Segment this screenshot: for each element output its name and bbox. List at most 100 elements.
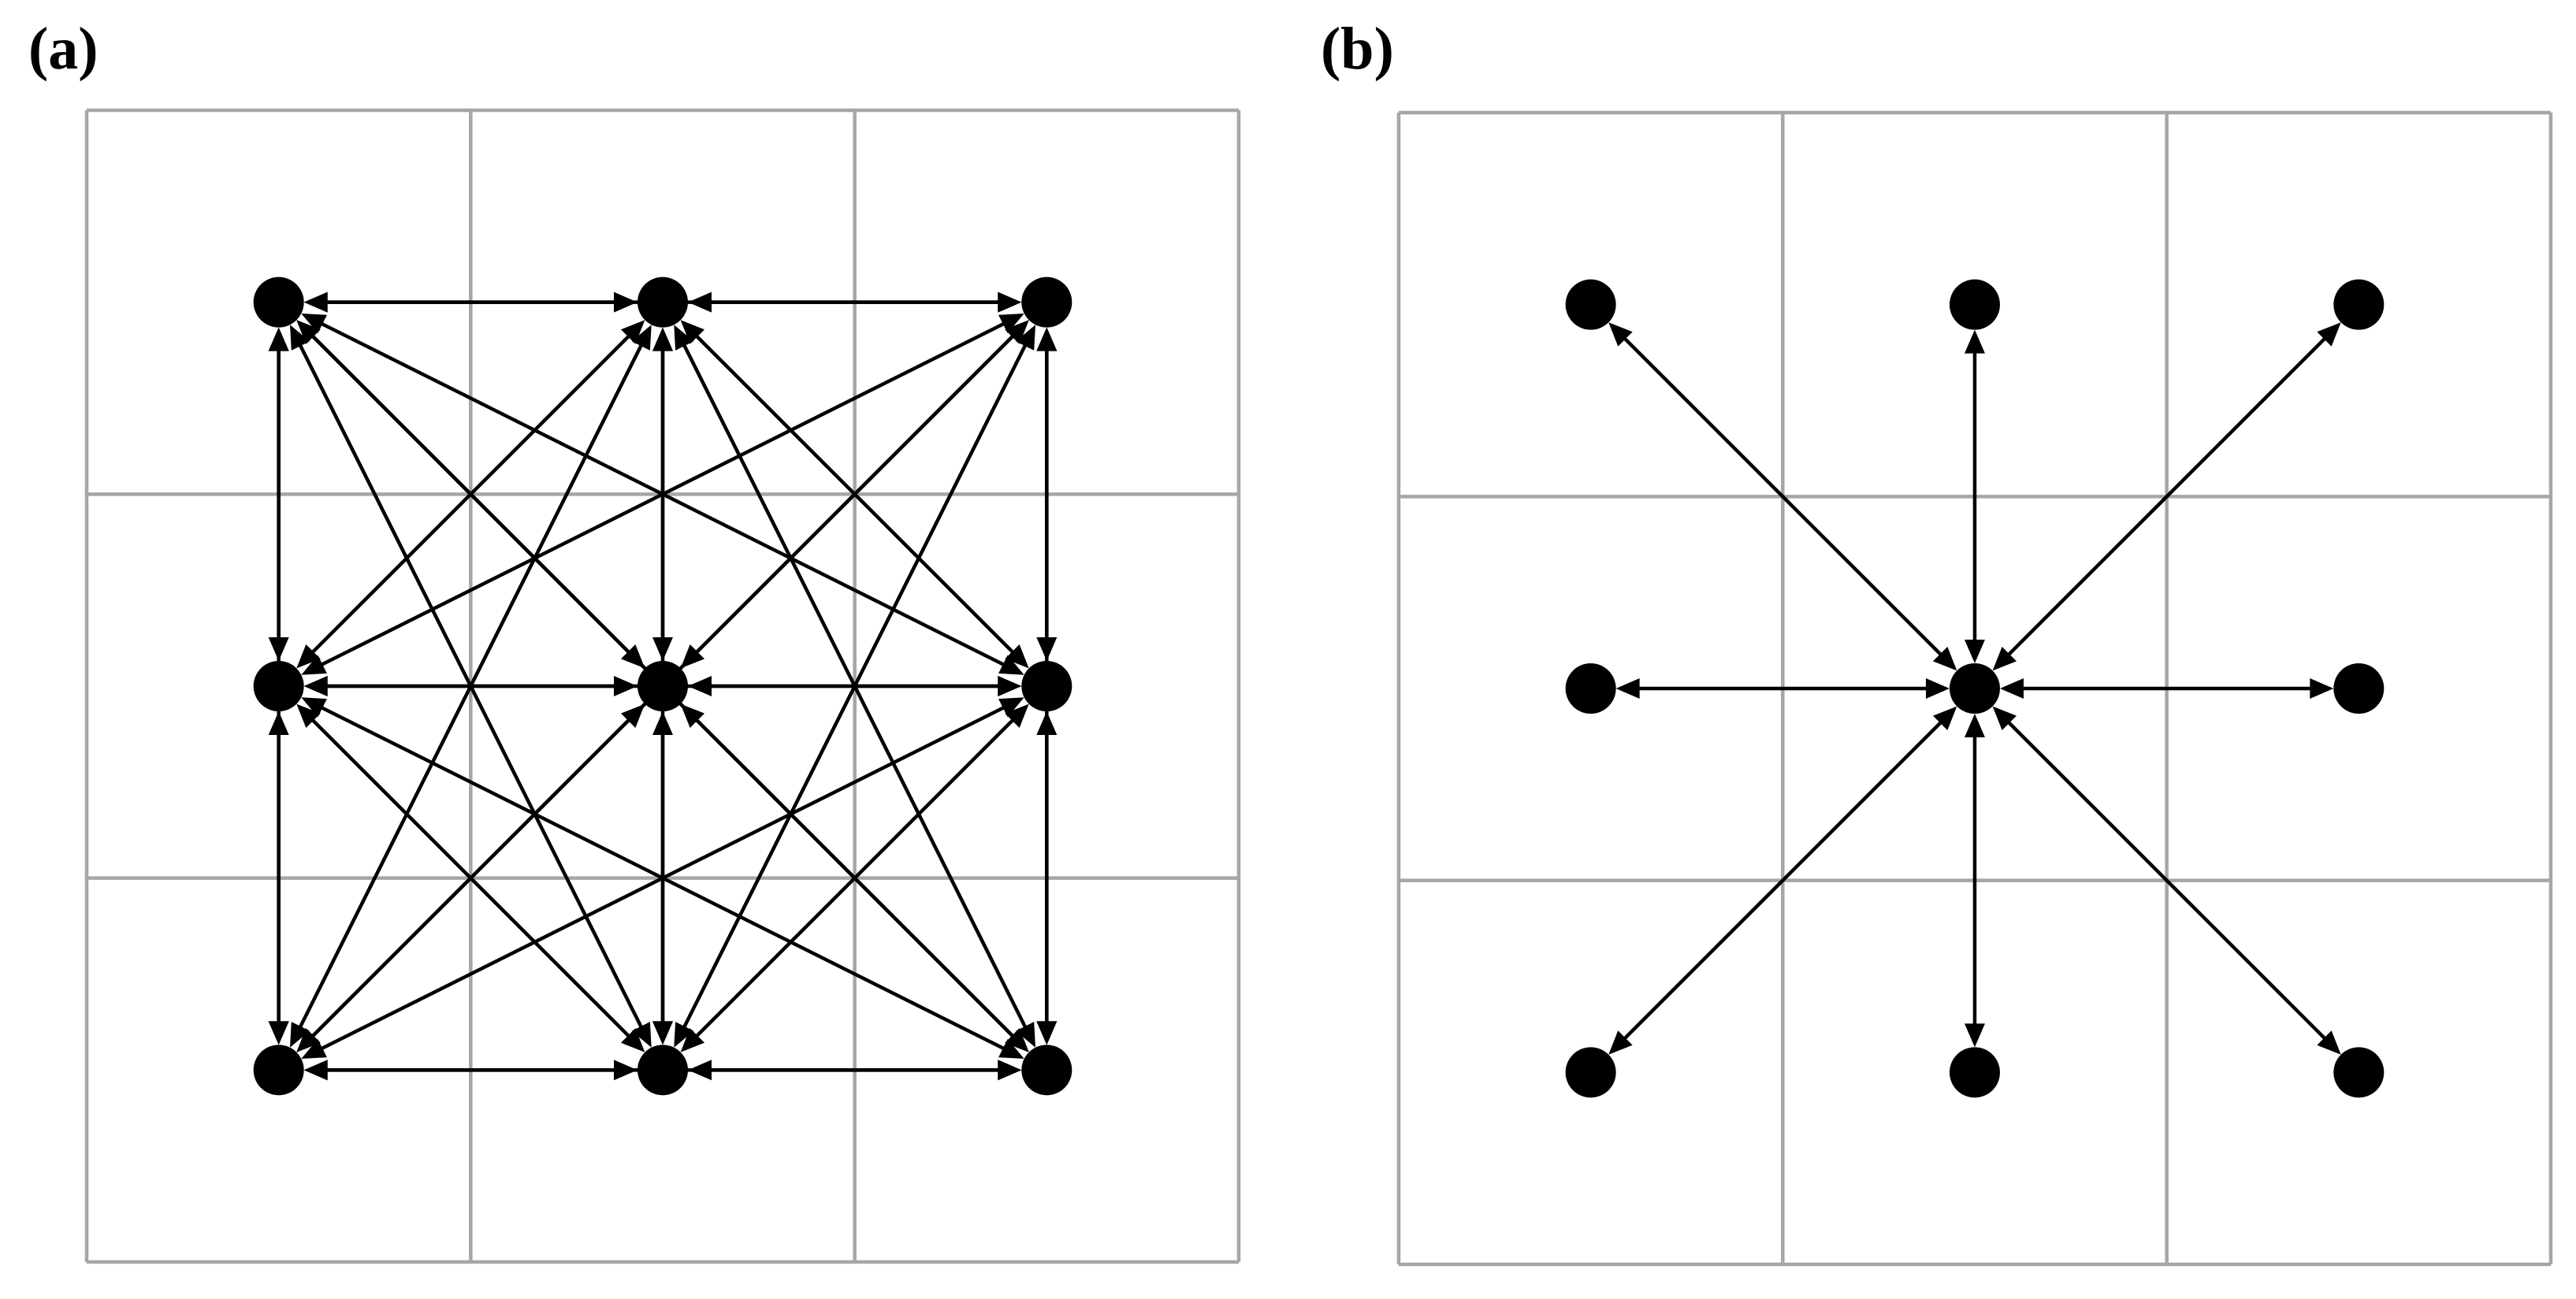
panel-b-arrowhead	[1615, 678, 1640, 699]
panel-a-edge-n4-n5	[688, 676, 1022, 696]
panel-a-arrowhead	[688, 676, 712, 696]
panel-b-node-n1	[1950, 279, 2000, 330]
panel-a-arrowhead	[1005, 703, 1029, 729]
panel-a-edge-n5-n8	[1036, 711, 1058, 1045]
panel-a-arrowhead	[998, 676, 1022, 696]
panel-a-arrowhead	[998, 1038, 1024, 1060]
panel-b-edge-line	[2006, 336, 2327, 657]
panel-a-edge-n1-n3	[296, 320, 645, 669]
panel-b-arrowhead	[2317, 322, 2341, 347]
panel-a-arrowhead	[1036, 1021, 1058, 1045]
panel-a-arrowhead	[680, 703, 705, 729]
panel-b-node-n5	[2333, 663, 2385, 714]
panel-a-arrowhead	[674, 325, 694, 351]
panel-b-arrowhead	[1965, 1023, 1985, 1048]
panel-a-edge-line	[320, 321, 1005, 667]
panel-b-node-n4	[1950, 663, 2000, 714]
panel-b-arrowhead	[1608, 1030, 1633, 1055]
panel-a-arrowhead	[268, 1021, 289, 1045]
panel-a-arrowhead	[1005, 1028, 1029, 1052]
panel-a-edges	[268, 291, 1058, 1081]
panel-a-edge-line	[310, 334, 631, 655]
panel-a-arrowhead	[652, 1021, 673, 1045]
panel-a-arrowhead	[303, 1060, 328, 1081]
panel-a-arrowhead	[301, 655, 327, 675]
panel-a-arrowhead	[296, 320, 321, 344]
panel-a-node-n5	[1021, 661, 1072, 711]
panel-a-arrowhead	[289, 1022, 310, 1048]
panel-b-edge-n4-n0	[1608, 322, 1957, 671]
panel-b-edge-line	[1623, 720, 1943, 1041]
panel-b-edge-line	[1623, 336, 1943, 657]
panel-a-arrowhead	[268, 711, 289, 735]
panel-a-arrowhead	[998, 313, 1024, 334]
panel-a-edge-n3-n6	[268, 711, 289, 1045]
panel-a-edge-n5-n7	[680, 703, 1029, 1052]
panel-b-diagram	[1396, 110, 2553, 1267]
panel-b-arrowhead	[2317, 1030, 2341, 1055]
panel-a-arrowhead	[1015, 1022, 1036, 1048]
panel-a-arrowhead	[998, 697, 1024, 718]
panel-a-arrowhead	[674, 1022, 694, 1048]
panel-b-edge-n4-n6	[1608, 706, 1957, 1055]
panel-a-arrowhead	[296, 644, 321, 669]
panel-a-arrowhead	[1005, 644, 1029, 669]
panel-a-node-n3	[253, 661, 304, 711]
panel-b-label: (b)	[1321, 16, 1394, 82]
panel-a-node-n8	[1021, 1045, 1072, 1096]
panel-b-arrowhead	[2310, 678, 2334, 699]
panel-a-arrowhead	[998, 291, 1022, 313]
panel-b-arrowhead	[1965, 329, 1985, 354]
panel-a-edge-line	[694, 718, 1015, 1038]
panel-a-arrowhead	[301, 697, 327, 718]
panel-a-label: (a)	[28, 16, 99, 82]
panel-b-node-n7	[1950, 1047, 2000, 1098]
panel-a-arrowhead	[1036, 327, 1058, 351]
panel-a-arrowhead	[652, 711, 673, 735]
panel-a-nodes	[253, 277, 1072, 1096]
panel-b-node-n8	[2333, 1047, 2385, 1098]
panel-a-arrowhead	[301, 313, 327, 334]
panel-a-arrowhead	[652, 327, 673, 351]
panel-a-arrowhead	[268, 327, 289, 351]
panel-b-edges	[1608, 322, 2341, 1055]
panel-a-edge-n4-n6	[296, 703, 645, 1052]
panel-a-node-n2	[1021, 277, 1072, 328]
panel-b-node-n6	[1565, 1047, 1616, 1098]
panel-a-edge-n2-n3	[301, 313, 1024, 675]
panel-b-node-n2	[2333, 279, 2385, 330]
panel-a-arrowhead	[303, 291, 328, 313]
panel-b-arrowhead	[2000, 678, 2024, 699]
panel-b-arrowhead	[1992, 706, 2017, 731]
panel-a-arrowhead	[1036, 711, 1058, 735]
panel-b-arrowhead	[1932, 646, 1957, 671]
panel-a-node-n0	[253, 277, 304, 328]
panel-b-arrowhead	[1992, 646, 2017, 671]
panel-a-edge-n1-n2	[688, 291, 1022, 313]
panel-a-edge-line	[310, 718, 631, 1038]
panel-b-edge-n4-n2	[1992, 322, 2341, 671]
panel-a-node-n1	[637, 277, 688, 328]
panel-b-nodes	[1565, 279, 2385, 1098]
panel-a-edge-line	[320, 705, 1005, 1051]
panel-a-arrowhead	[680, 1028, 705, 1052]
panel-a-arrowhead	[289, 325, 310, 351]
panel-a-arrowhead	[680, 320, 705, 344]
panel-b-edge-n4-n7	[1965, 714, 1985, 1048]
panel-a-edge-n7-n8	[688, 1060, 1022, 1081]
panel-b-edge-line	[2006, 720, 2327, 1041]
panel-a-arrowhead	[620, 1028, 645, 1052]
panel-a-arrowhead	[296, 703, 321, 729]
panel-a-arrowhead	[620, 320, 645, 344]
panel-a-arrowhead	[998, 1060, 1022, 1081]
panel-b-arrowhead	[1965, 714, 1985, 737]
panel-a-node-n6	[253, 1045, 304, 1096]
panel-a-arrowhead	[998, 655, 1024, 675]
panel-a-arrowhead	[1015, 325, 1036, 351]
panel-b-node-n3	[1565, 663, 1616, 714]
panel-b-edge-n4-n5	[2000, 678, 2334, 699]
panel-a-diagram	[84, 108, 1241, 1264]
panel-b-node-n0	[1565, 279, 1616, 330]
panel-b-arrowhead	[1965, 640, 1985, 663]
panel-a-arrowhead	[301, 1038, 327, 1060]
